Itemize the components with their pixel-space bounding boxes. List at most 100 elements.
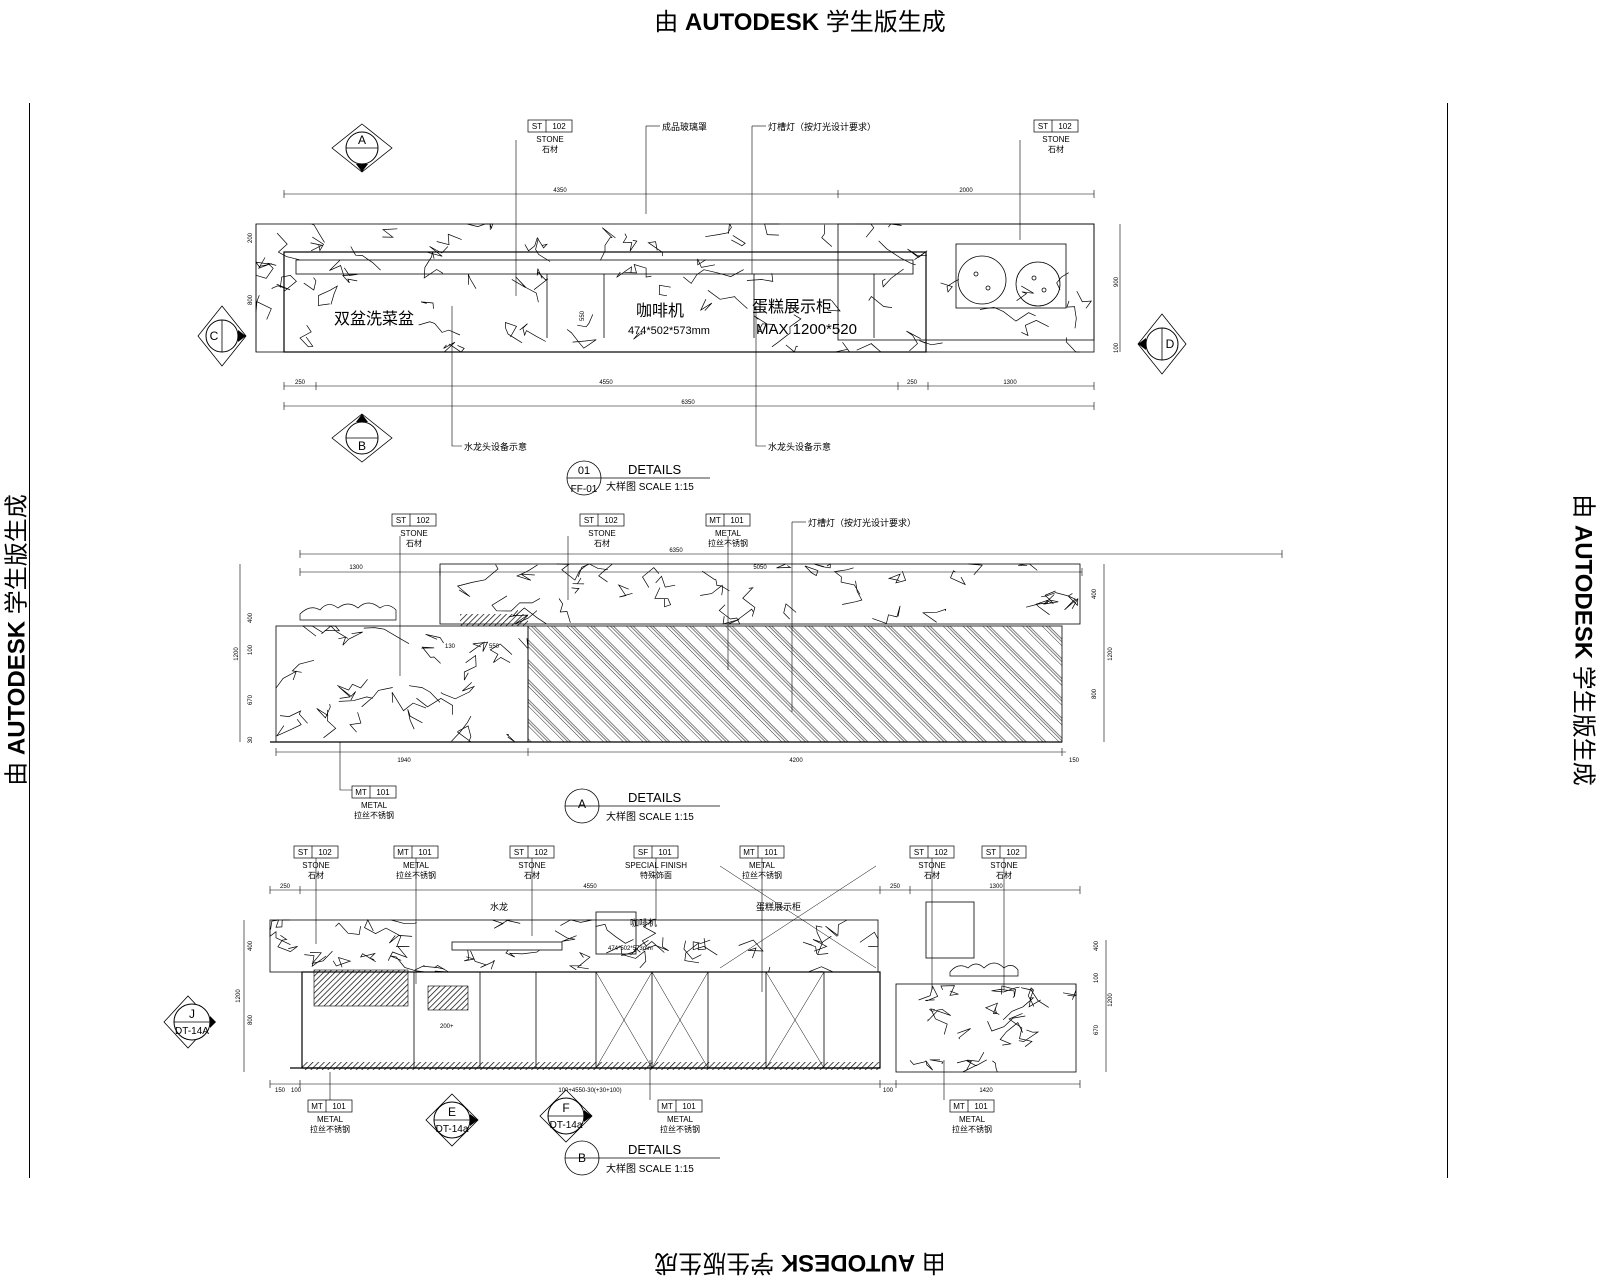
stone-crack-line [432, 342, 455, 352]
stone-crack-line [805, 566, 818, 576]
ff01-label-showcase-size: MAX 1200*520 [756, 321, 857, 338]
stone-crack-line [519, 638, 529, 649]
stone-crack-line [808, 967, 833, 972]
b-right-stone-block [896, 984, 1076, 1072]
ff01-tag-stone-1: ST 102 STONE 石材 [528, 120, 572, 154]
stone-crack-line [270, 928, 291, 945]
a-metal-hatch [528, 626, 1062, 742]
svg-text:FF-01: FF-01 [571, 484, 598, 495]
a-dim-gap1: 130 [445, 644, 456, 650]
svg-text:拉丝不锈钢: 拉丝不锈钢 [660, 1124, 700, 1134]
ff01-note-glass: 成品玻璃罩 [662, 121, 707, 132]
a-dim-gap2: 550 [489, 644, 500, 650]
stone-crack-line [271, 920, 290, 930]
ff01-round-trays [958, 256, 1060, 306]
stone-crack-line [784, 604, 796, 619]
ff01-dim-seg4: 1300 [1003, 380, 1017, 386]
ff01-section-marker-d[interactable]: D [1138, 314, 1186, 374]
svg-text:102: 102 [416, 516, 430, 525]
stone-crack-line [992, 1061, 997, 1072]
svg-text:ST: ST [986, 848, 996, 857]
stone-crack-line [304, 278, 316, 290]
stone-crack-line [317, 704, 331, 718]
stone-crack-line [382, 229, 397, 237]
svg-text:石材: 石材 [594, 538, 610, 548]
stone-crack-line [957, 1029, 970, 1040]
a-dim-l2: 100 [248, 644, 254, 655]
stone-crack-line [747, 273, 773, 281]
b-top-stone-band [270, 920, 878, 972]
ff01-right-block [838, 224, 1094, 340]
stone-crack-line [421, 647, 440, 663]
ff01-section-marker-a[interactable]: A [332, 124, 392, 172]
stone-crack-line [931, 1009, 947, 1035]
ff01-section-marker-b[interactable]: B [332, 414, 392, 462]
svg-text:MT: MT [397, 848, 409, 857]
stone-crack-line [906, 331, 920, 351]
ff01-label-sink: 双盆洗菜盆 [334, 310, 414, 328]
b-detail-title: B DETAILS 大样图 SCALE 1:15 [565, 1141, 720, 1175]
stone-crack-line [1017, 286, 1034, 301]
b-section-marker-e[interactable]: E DT-14a [426, 1094, 478, 1146]
stone-crack-line [777, 564, 791, 568]
b-section-marker-j[interactable]: J DT-14A [164, 996, 216, 1048]
stone-crack-line [310, 951, 333, 963]
svg-text:102: 102 [604, 516, 618, 525]
detail-ff01: 4350 2000 250 4550 250 1300 6350 200 800… [198, 120, 1186, 495]
svg-text:DETAILS: DETAILS [628, 462, 682, 477]
stone-crack-line [659, 285, 671, 296]
a-detail-title: A DETAILS 大样图 SCALE 1:15 [565, 789, 720, 823]
b-dim-w200: 200+ [440, 1024, 454, 1030]
svg-text:102: 102 [318, 848, 332, 857]
svg-text:MT: MT [311, 1102, 323, 1111]
svg-text:102: 102 [1006, 848, 1020, 857]
a-stone-texture-top [458, 564, 1078, 624]
svg-text:101: 101 [418, 848, 432, 857]
stone-crack-line [426, 634, 444, 643]
svg-text:METAL: METAL [715, 529, 742, 538]
ff01-section-marker-c[interactable]: C [198, 306, 246, 366]
svg-text:石材: 石材 [542, 144, 558, 154]
stone-crack-line [599, 564, 613, 582]
stone-crack-line [749, 967, 770, 972]
stone-crack-line [879, 241, 916, 265]
svg-text:STONE: STONE [400, 529, 427, 538]
svg-text:ST: ST [914, 848, 924, 857]
stone-crack-line [457, 726, 471, 742]
svg-text:E: E [448, 1105, 456, 1119]
stone-crack-line [813, 939, 828, 954]
stone-crack-line [350, 712, 361, 732]
stone-crack-line [705, 224, 731, 237]
b-dim-100: 100 [291, 1088, 302, 1094]
ff01-leaders [452, 126, 1020, 446]
stone-crack-line [437, 234, 462, 244]
b-section-marker-f[interactable]: F DT-14a [540, 1090, 592, 1142]
stone-crack-line [256, 258, 272, 269]
stone-crack-line [427, 246, 448, 256]
svg-text:DT-14a: DT-14a [550, 1120, 583, 1131]
stone-crack-line [655, 588, 671, 607]
ff01-note-faucet-1: 水龙头设备示意 [464, 441, 527, 452]
stone-crack-line [1019, 1030, 1038, 1042]
stone-crack-line [409, 686, 440, 703]
svg-text:A: A [358, 133, 366, 147]
b-dim-l400: 400 [248, 940, 254, 951]
stone-crack-line [619, 585, 633, 597]
ff01-dim-h-top: 200 [248, 232, 254, 243]
ff01-label-showcase: 蛋糕展示柜 [752, 298, 832, 316]
stone-crack-line [333, 958, 350, 968]
svg-text:101: 101 [658, 848, 672, 857]
a-plant-decor [300, 603, 396, 620]
stone-crack-line [452, 716, 471, 741]
stone-crack-line [408, 709, 423, 729]
stone-crack-line [1021, 320, 1048, 335]
svg-text:ST: ST [298, 848, 308, 857]
stone-crack-line [517, 565, 537, 580]
svg-text:101: 101 [974, 1102, 988, 1111]
svg-text:01: 01 [578, 465, 590, 477]
a-dim-left: 1300 [349, 565, 363, 571]
stone-crack-line [329, 260, 344, 276]
stone-crack-line [860, 932, 878, 946]
b-sink-panel [428, 986, 468, 1010]
